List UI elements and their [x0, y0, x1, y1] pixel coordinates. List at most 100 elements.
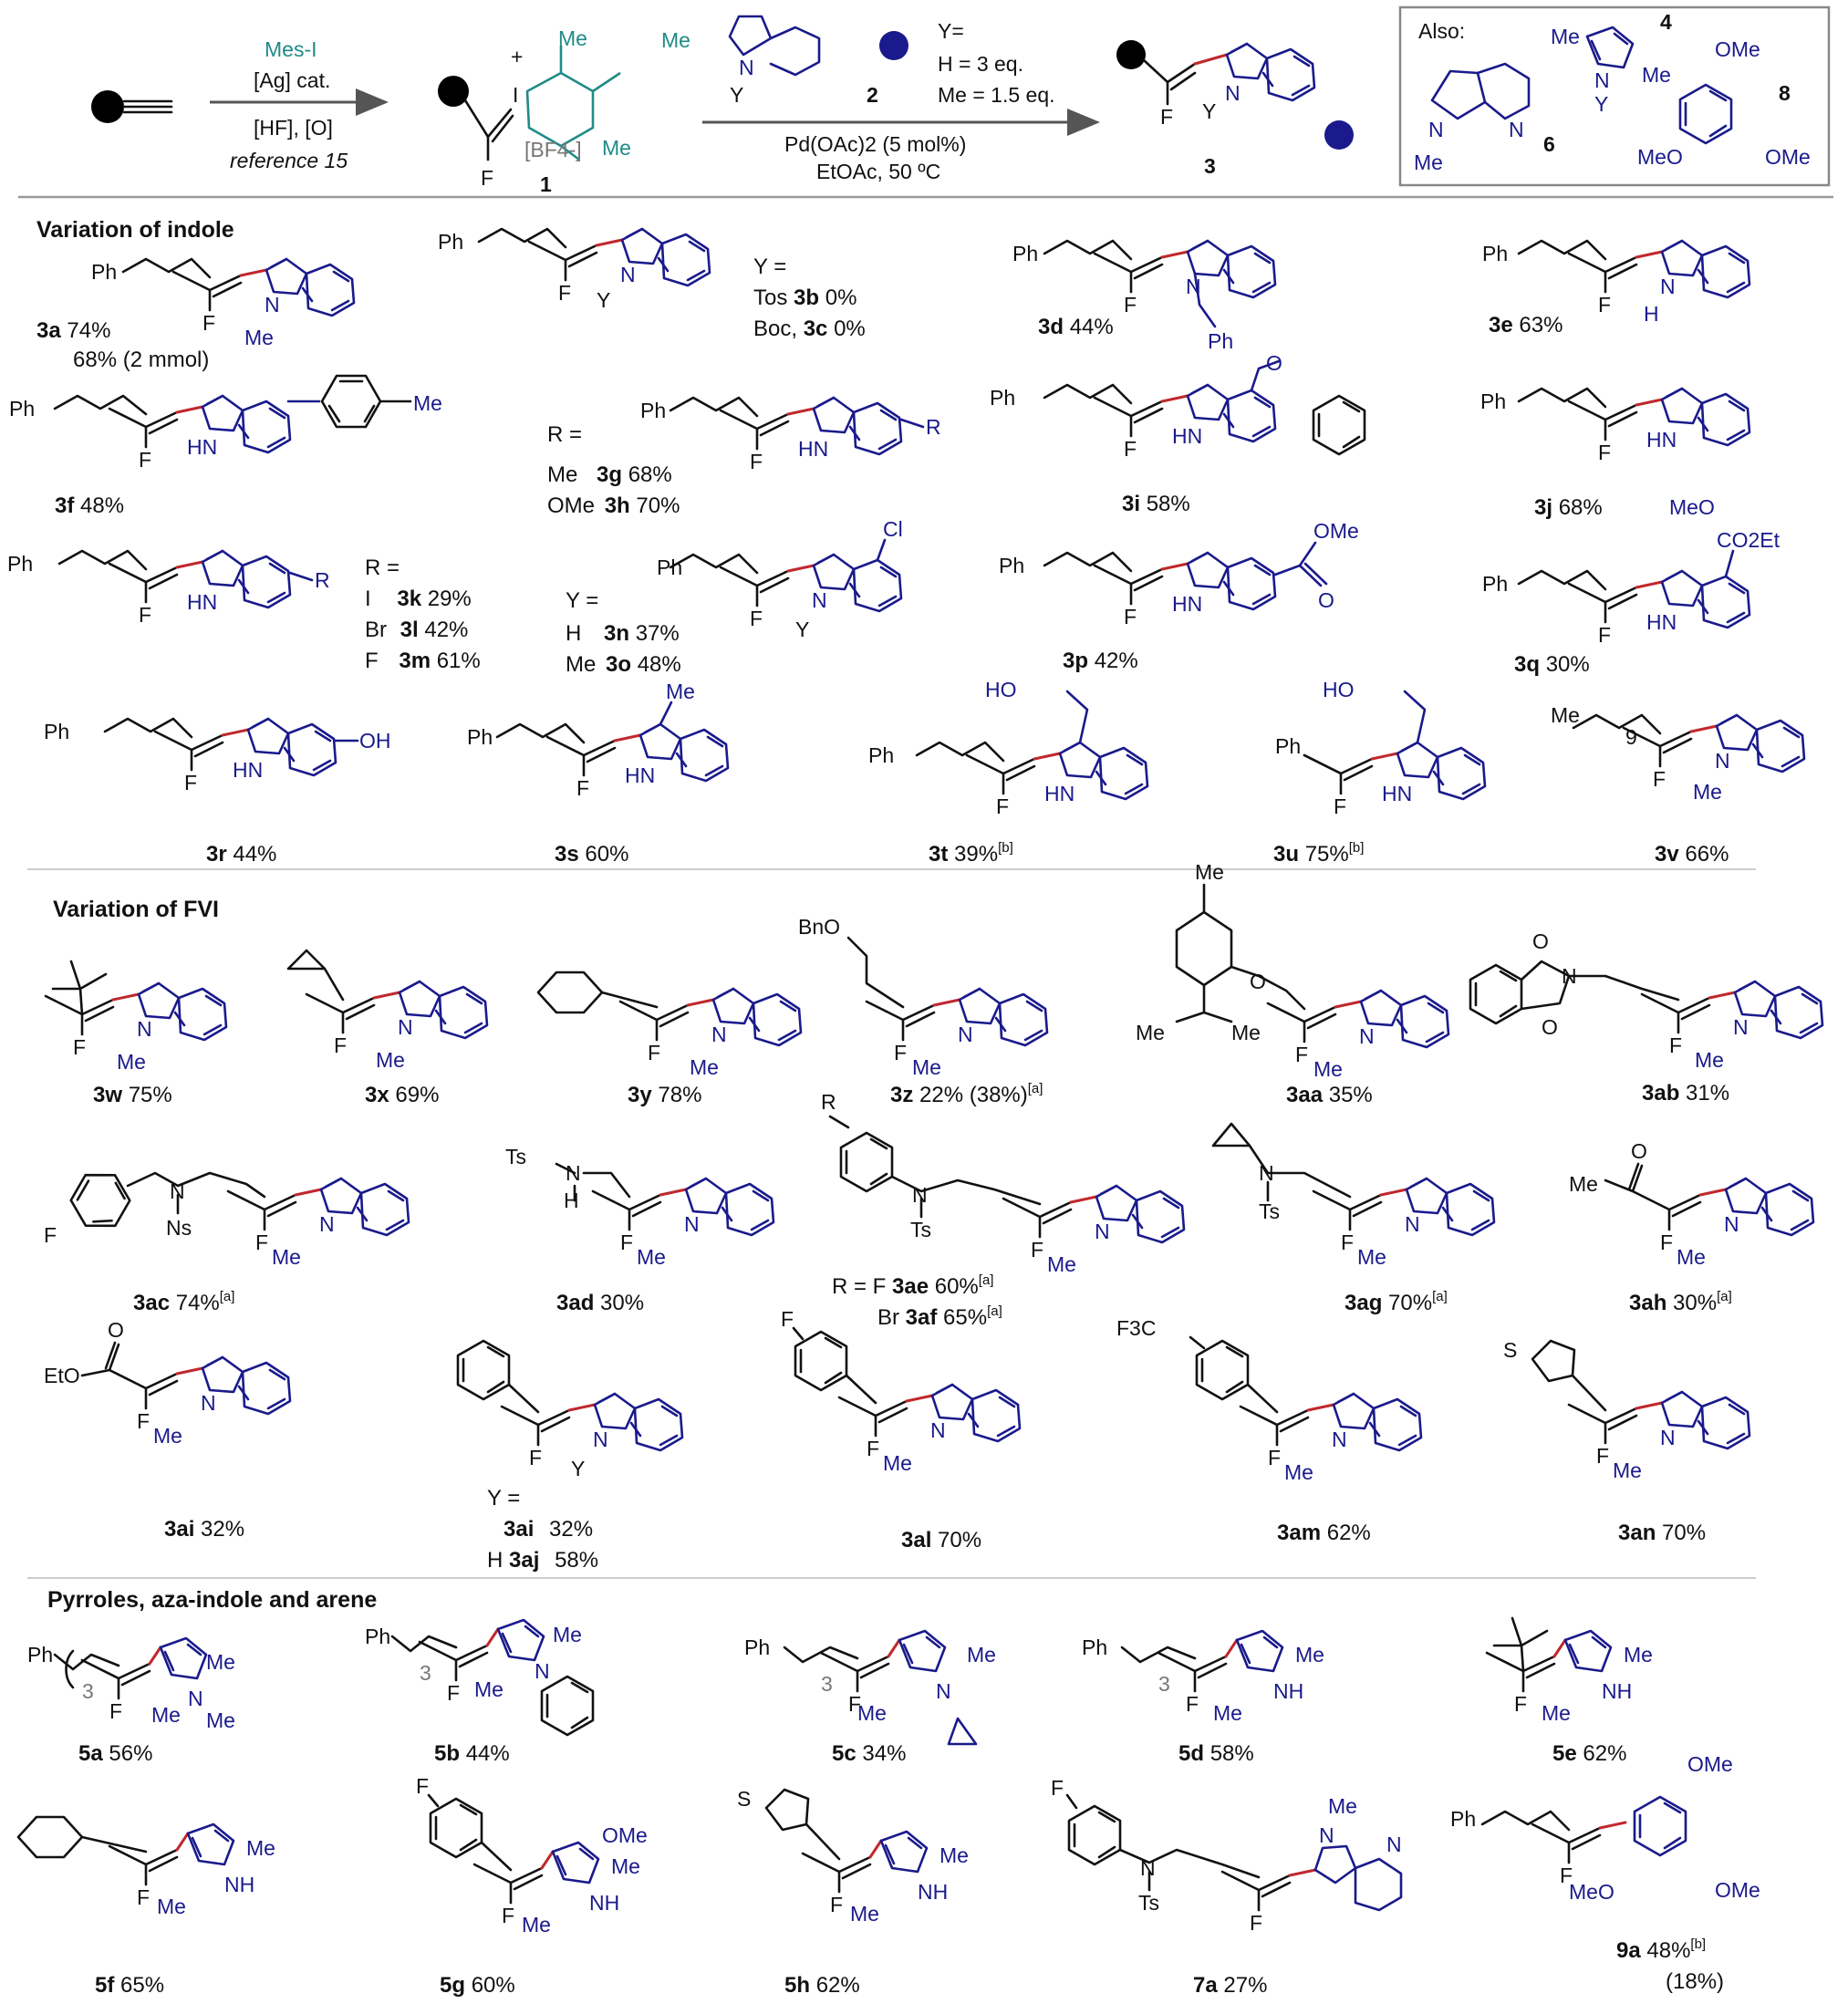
svg-text:Me: Me	[1313, 1057, 1343, 1081]
svg-text:Y: Y	[597, 288, 610, 312]
svg-text:Y: Y	[571, 1457, 585, 1480]
structure-3q: Ph F HN CO2Et	[1482, 528, 1781, 647]
label-3k: I 3k 29%	[365, 587, 472, 611]
svg-text:F: F	[139, 603, 151, 627]
label-5h: 5h 62%	[784, 1973, 860, 1998]
svg-text:N: N	[684, 1212, 700, 1236]
label-3aj: 3ai 32%	[504, 1517, 593, 1542]
structure-3aj-3ak: F N Y	[456, 1339, 684, 1480]
structure-5h: S F Me NH Me	[737, 1787, 969, 1926]
label-3an: 3an 70%	[1618, 1521, 1706, 1545]
label-3n: H 3n 37%	[566, 621, 680, 646]
svg-text:Me: Me	[850, 1902, 879, 1926]
svg-text:Me: Me	[661, 28, 690, 52]
label-5c: 5c 34%	[832, 1741, 906, 1766]
svg-text:F: F	[139, 448, 151, 472]
svg-text:F: F	[1598, 293, 1611, 317]
svg-text:F: F	[1341, 1230, 1354, 1254]
svg-text:Ts: Ts	[1138, 1891, 1159, 1915]
svg-text:3: 3	[821, 1672, 833, 1696]
svg-text:N: N	[812, 588, 827, 612]
svg-text:Me: Me	[857, 1701, 887, 1725]
structure-5a: Ph 3 F Me N Me Me	[27, 1636, 235, 1732]
svg-text:Me: Me	[151, 1703, 181, 1727]
label-3s: 3s 60%	[555, 842, 628, 867]
structure-3ac: F N Ns F N Me	[44, 1160, 410, 1269]
svg-text:Ts: Ts	[910, 1218, 931, 1241]
svg-text:N: N	[535, 1659, 550, 1683]
step2-conditions: EtOAc, 50 ºC	[816, 160, 940, 183]
also-title: Also:	[1418, 19, 1465, 43]
svg-text:HN: HN	[187, 435, 217, 459]
svg-text:HN: HN	[1646, 610, 1677, 634]
svg-text:OMe: OMe	[1313, 519, 1359, 543]
svg-text:Cl: Cl	[883, 517, 903, 541]
svg-text:Me: Me	[1551, 25, 1580, 48]
svg-text:F: F	[416, 1774, 429, 1798]
svg-text:Me: Me	[637, 1245, 666, 1269]
svg-text:F: F	[781, 1307, 794, 1331]
step1-catalyst: [Ag] cat.	[254, 68, 330, 92]
svg-text:+: +	[511, 45, 523, 68]
svg-text:F: F	[1596, 1444, 1609, 1468]
label-3m: F 3m 61%	[365, 649, 481, 673]
svg-text:N: N	[1660, 275, 1676, 298]
svg-text:Ph: Ph	[1482, 572, 1508, 596]
label-3h: OMe 3h 70%	[547, 493, 680, 518]
svg-text:N: N	[566, 1161, 581, 1185]
svg-text:F: F	[1334, 794, 1346, 818]
structure-3ah: O Me F N Me	[1569, 1139, 1815, 1269]
svg-text:F: F	[334, 1033, 347, 1057]
svg-text:F: F	[1124, 605, 1137, 628]
svg-text:Y: Y	[795, 618, 809, 641]
svg-text:MeO: MeO	[1637, 145, 1683, 169]
svg-text:N: N	[1359, 1024, 1375, 1048]
svg-text:HN: HN	[798, 437, 828, 461]
label-3ai-text: 3ai 32%	[164, 1517, 244, 1542]
svg-text:Me: Me	[967, 1643, 996, 1667]
label-3al: 3al 70%	[901, 1528, 981, 1552]
svg-text:N: N	[1562, 964, 1577, 988]
structure-3g-3h: Ph F HN R	[640, 396, 941, 473]
structure-3aa: Me O Me Me F N Me	[1136, 860, 1450, 1081]
structure-3x: F N Me	[286, 949, 489, 1072]
structure-5b: Ph 3 F Me N Me OMe	[365, 1618, 648, 1847]
structure-7a: F N Ts F N Me N	[1051, 1776, 1403, 1935]
svg-text:F: F	[529, 1446, 542, 1469]
svg-text:NH: NH	[1602, 1679, 1632, 1703]
svg-text:F: F	[137, 1409, 150, 1433]
svg-text:N: N	[711, 1023, 727, 1046]
label-5b: 5b 44%	[434, 1741, 510, 1766]
svg-text:Me: Me	[413, 391, 442, 415]
svg-text:3: 3	[420, 1661, 431, 1685]
label-3v: 3v 66%	[1655, 842, 1729, 867]
svg-text:F: F	[648, 1041, 660, 1064]
svg-text:CO2Et: CO2Et	[1717, 528, 1781, 552]
svg-text:N: N	[1715, 749, 1730, 773]
svg-text:F: F	[750, 450, 763, 473]
svg-text:Me: Me	[206, 1650, 235, 1674]
svg-text:F: F	[558, 281, 571, 305]
svg-text:N: N	[739, 56, 754, 79]
label-3f: 3f 48%	[55, 493, 124, 518]
svg-text:F: F	[481, 166, 493, 190]
svg-text:Ph: Ph	[467, 725, 493, 749]
svg-text:N: N	[1095, 1220, 1110, 1243]
label-3r: 3r 44%	[206, 842, 276, 867]
svg-text:N: N	[1733, 1015, 1749, 1039]
svg-text:Me: Me	[272, 1245, 301, 1269]
svg-text:Me: Me	[246, 1836, 275, 1860]
structure-3r: Ph F HN OH	[44, 717, 391, 794]
svg-text:I: I	[513, 83, 518, 107]
label-3af: Br 3af 65%[a]	[877, 1303, 1002, 1330]
structure-3k-3m: Ph F HN R	[7, 549, 330, 627]
structure-3ab: O N O F N Me	[1469, 929, 1824, 1072]
svg-text:3: 3	[1158, 1672, 1170, 1696]
svg-text:N: N	[1660, 1426, 1676, 1449]
svg-text:F: F	[137, 1885, 150, 1909]
label-3x: 3x 69%	[365, 1083, 439, 1107]
svg-text:N: N	[620, 263, 636, 286]
svg-text:Me: Me	[883, 1451, 912, 1475]
svg-text:F: F	[73, 1035, 86, 1059]
svg-text:MeO: MeO	[1669, 495, 1715, 519]
